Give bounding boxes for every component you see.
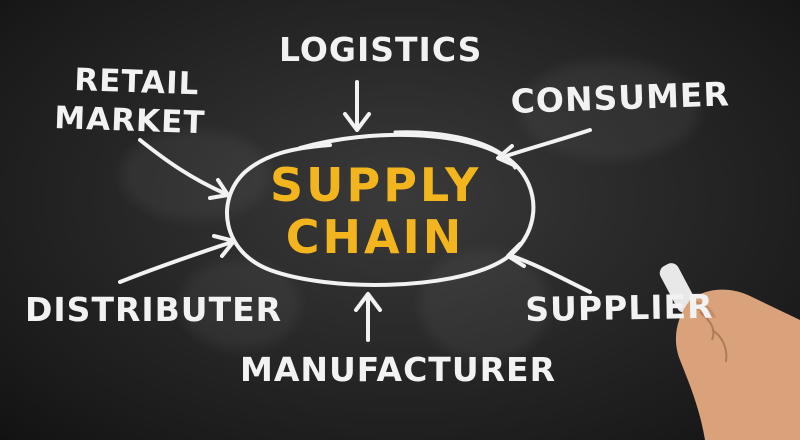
center-ellipse-overlap xyxy=(393,130,517,170)
node-distributer: DISTRIBUTER xyxy=(25,290,283,329)
node-manufacturer: MANUFACTURER xyxy=(240,350,556,389)
center-title-line2: CHAIN xyxy=(285,210,465,264)
node-retail-market-line2: MARKET xyxy=(53,100,206,142)
node-supplier: SUPPLIER xyxy=(525,286,714,329)
node-retail-market-line1: RETAIL xyxy=(73,62,201,103)
node-consumer: CONSUMER xyxy=(510,74,731,121)
center-ellipse xyxy=(225,132,536,287)
arrow-retail-market xyxy=(138,138,230,200)
arrow-consumer xyxy=(496,128,592,168)
hand-with-chalk xyxy=(659,263,800,440)
arrow-supplier xyxy=(506,242,592,294)
node-logistics: LOGISTICS xyxy=(279,30,483,69)
arrow-logistics xyxy=(343,80,371,132)
center-title-line1: SUPPLY xyxy=(270,158,482,212)
arrow-distributer xyxy=(118,234,236,284)
arrow-manufacturer xyxy=(354,292,382,342)
